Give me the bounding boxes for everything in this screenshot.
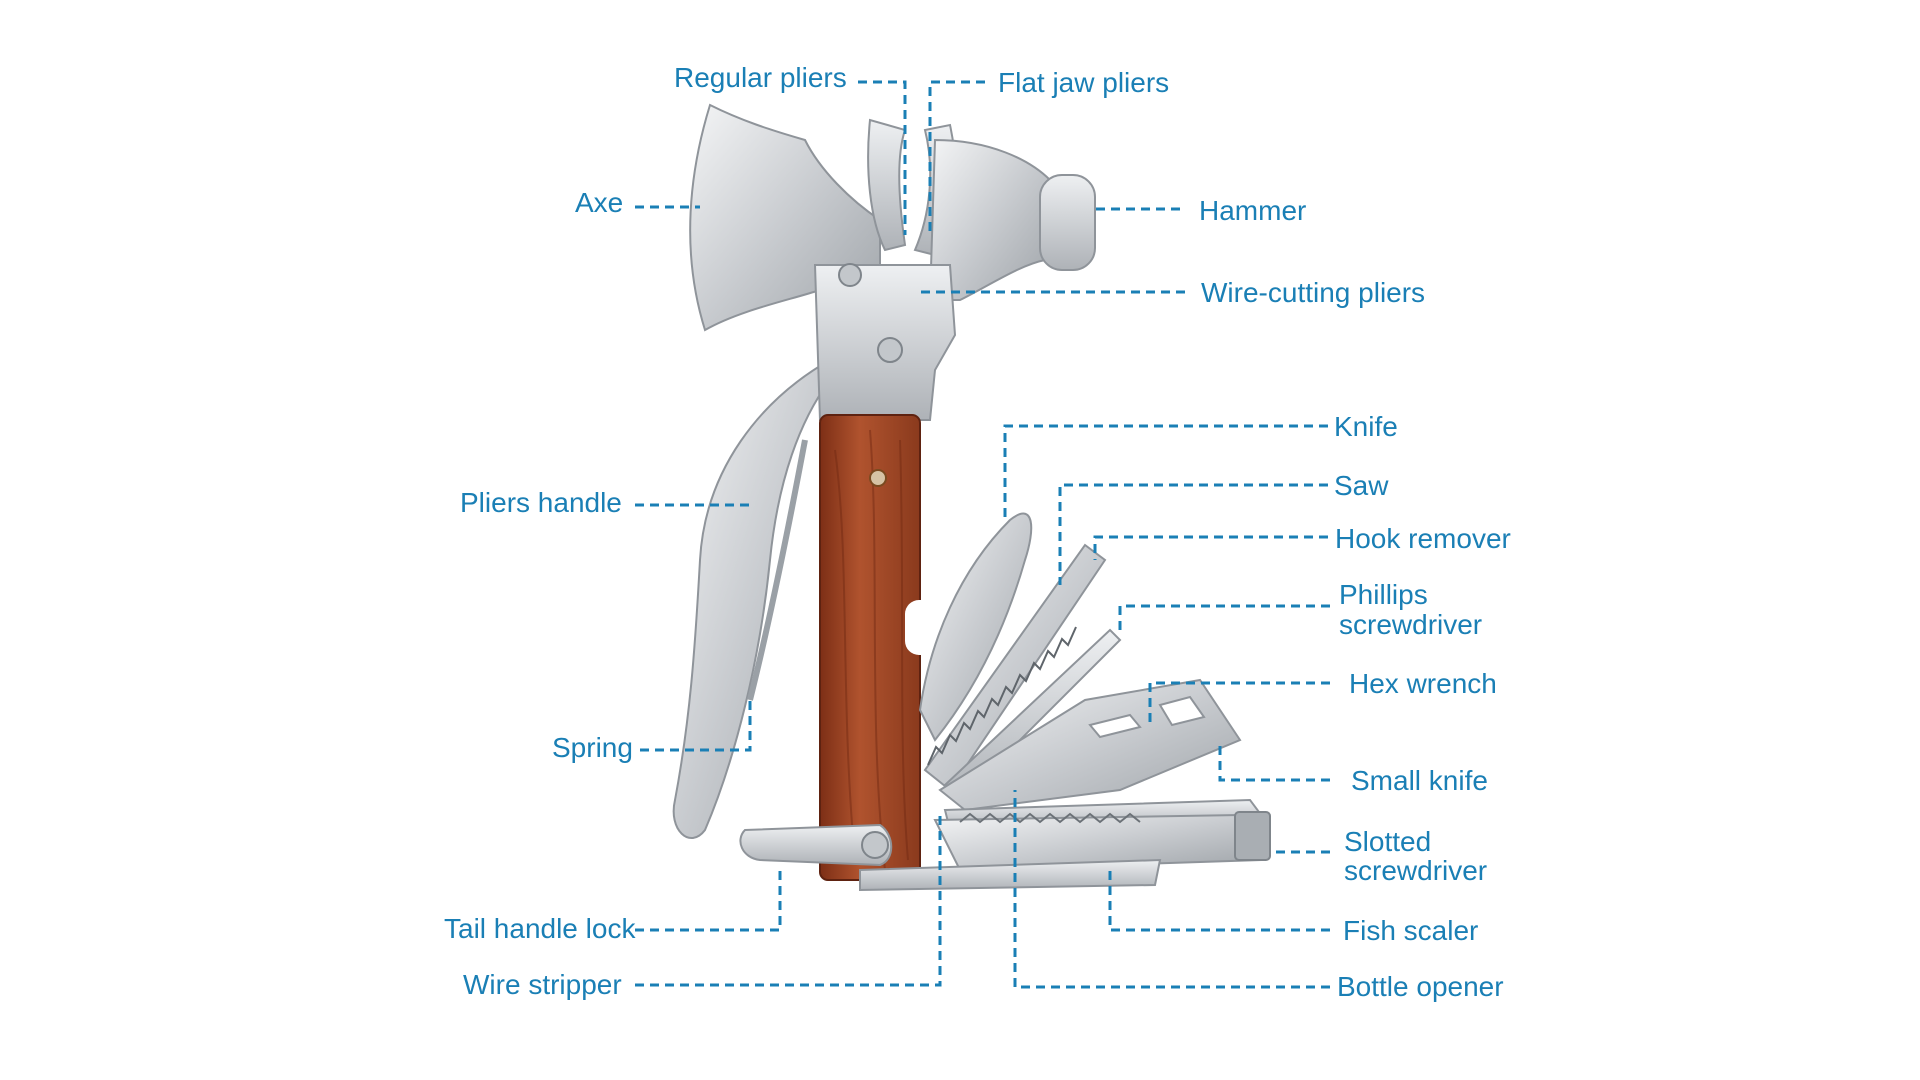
leader-flat-jaw-pliers [928, 80, 985, 235]
leader-small-knife [1218, 745, 1330, 782]
label-slotted-line2: screwdriver [1344, 855, 1487, 886]
tail-lock-screw [861, 831, 889, 859]
label-wire-cutting-pliers: Wire-cutting pliers [1201, 277, 1425, 308]
label-fish-scaler: Fish scaler [1343, 915, 1478, 946]
leader-knife [1003, 424, 1328, 520]
leader-wire-stripper [635, 815, 942, 987]
spring-shape [747, 439, 808, 701]
leader-lines [635, 80, 1330, 989]
label-flat-jaw-pliers: Flat jaw pliers [998, 67, 1169, 98]
label-wire-stripper: Wire stripper [463, 969, 622, 1000]
hex-wrench-holes [1088, 695, 1206, 739]
pliers-handle-shape [672, 358, 831, 840]
leader-phillips-screwdriver [1118, 604, 1330, 635]
label-hook-remover: Hook remover [1335, 523, 1511, 554]
label-pliers-handle: Pliers handle [460, 487, 622, 518]
leader-saw [1058, 483, 1328, 585]
leader-hook-remover [1093, 535, 1328, 560]
slotted-screwdriver-tip [1234, 811, 1271, 861]
leader-regular-pliers [858, 80, 907, 235]
pliers-jaw-left [867, 118, 907, 252]
knife-blade-shape [918, 512, 1033, 742]
tail-lock-shape [739, 823, 893, 867]
label-saw: Saw [1334, 470, 1389, 501]
label-tail-handle-lock: Tail handle lock [444, 913, 636, 944]
leader-spring [640, 700, 752, 752]
leader-hex-wrench [1148, 681, 1330, 725]
multitool-illustration [672, 103, 1271, 892]
hammer-face-shape [1039, 174, 1096, 271]
label-spring: Spring [552, 732, 633, 763]
label-phillips-line1: Phillips [1339, 579, 1428, 610]
leader-bottle-opener [1013, 790, 1330, 989]
label-regular-pliers: Regular pliers [674, 62, 847, 93]
label-small-knife: Small knife [1351, 765, 1488, 796]
fish-scaler-teeth [959, 812, 1141, 824]
label-slotted-line1: Slotted [1344, 826, 1431, 857]
label-phillips-line2: screwdriver [1339, 609, 1482, 640]
labels: Regular pliers Flat jaw pliers Axe Hamme… [444, 62, 1511, 1002]
handle-notch [905, 600, 935, 655]
saw-teeth [927, 626, 1077, 766]
label-bottle-opener: Bottle opener [1337, 971, 1504, 1002]
leader-fish-scaler [1108, 865, 1330, 932]
label-hammer: Hammer [1199, 195, 1306, 226]
handle-rivet [869, 469, 887, 487]
pivot-rivet-mid [877, 337, 903, 363]
label-hex-wrench: Hex wrench [1349, 668, 1497, 699]
leader-tail-handle-lock [635, 865, 782, 932]
label-axe: Axe [575, 187, 623, 218]
bottom-plate-shape [859, 858, 1162, 892]
pivot-rivet-top [838, 263, 862, 287]
label-knife: Knife [1334, 411, 1398, 442]
